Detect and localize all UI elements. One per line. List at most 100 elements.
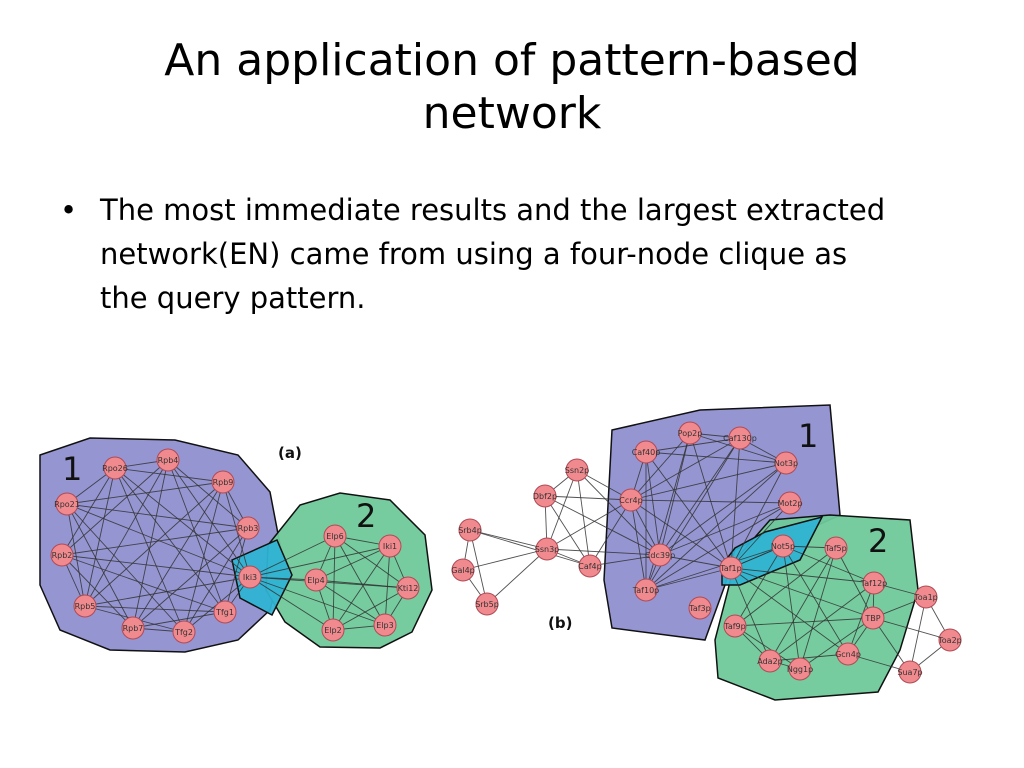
edge-caf130p-taf1p	[730, 437, 741, 569]
title-line-1: An application of pattern-based	[164, 35, 860, 86]
cluster-1-label-b: 1	[798, 417, 818, 455]
edge-tfg1-rpb5	[84, 605, 226, 613]
node-rpb4: Rpb4	[156, 448, 180, 472]
node-circle	[688, 596, 712, 620]
node-label: Ada2p	[757, 657, 782, 666]
node-label: Dbf2p	[533, 492, 557, 501]
node-label: Caf4p	[578, 562, 601, 571]
edge-pop2p-cdc39p	[659, 432, 691, 556]
node-label: Taf12p	[860, 579, 888, 588]
edge-rpb9-rpb7	[132, 481, 224, 629]
bullet-list: • The most immediate results and the lar…	[60, 188, 980, 320]
node-label: Gcn4p	[835, 650, 861, 659]
node-rpb9: Rpb9	[211, 470, 235, 494]
node-circle	[451, 558, 475, 582]
edge-elp4-elp3	[315, 579, 386, 626]
node-circle	[723, 614, 747, 638]
node-taf3p: Taf3p	[688, 596, 712, 620]
edge-taf1p-tbp	[730, 567, 874, 619]
node-circle	[213, 600, 237, 624]
node-not3p: Not3p	[774, 451, 798, 475]
node-label: Rpo26	[102, 464, 128, 473]
node-label: Toa1p	[913, 593, 938, 602]
edge-rpb3-tfg1	[224, 527, 249, 613]
edge-iki3-elp6	[249, 535, 336, 578]
node-circle	[73, 594, 97, 618]
edge-caf40p-cdc39p	[645, 451, 661, 556]
edge-caf4p-ccr4p	[589, 499, 632, 567]
node-iki1: Iki1	[378, 534, 402, 558]
node-circle	[728, 426, 752, 450]
node-elp2: Elp2	[321, 618, 345, 642]
edge-taf1p-taf12p	[730, 567, 875, 584]
edge-taf9p-ngg1p	[734, 625, 801, 670]
panel-b: Pop2pCaf40pCaf130pNot3pMot2pCcr4pCdc39pN…	[451, 404, 962, 701]
panel-a: Rpo26Rpb4Rpb9Rpb3Iki3Tfg1Tfg2Rpb7Rpb5Rpb…	[39, 437, 433, 653]
bullet-line-2: network(EN) came from using a four-node …	[100, 237, 848, 271]
edge-iki1-elp2	[332, 545, 391, 631]
node-srb5p: Srb5p	[475, 592, 499, 616]
node-label: Rpb7	[123, 624, 144, 633]
node-label: Rpb2	[52, 551, 73, 560]
node-circle	[938, 628, 962, 652]
node-label: Pop2p	[678, 429, 703, 438]
node-circle	[634, 440, 658, 464]
edge-mot2p-taf10p	[645, 502, 791, 591]
edge-caf130p-ccr4p	[630, 437, 741, 501]
bullet-text: The most immediate results and the large…	[100, 188, 980, 320]
cluster-2-region	[265, 492, 433, 649]
node-circle	[788, 657, 812, 681]
bullet-line-3: the query pattern.	[100, 281, 366, 315]
node-not5p: Not5p	[771, 534, 795, 558]
edge-rpb5-rpo21	[66, 503, 86, 607]
node-elp3: Elp3	[373, 613, 397, 637]
node-label: Taf5p	[824, 544, 846, 553]
edge-rpb4-iki3	[167, 459, 251, 578]
node-circle	[172, 620, 196, 644]
node-circle	[396, 576, 420, 600]
node-circle	[211, 470, 235, 494]
edge-toa1p-sua7p	[909, 596, 927, 673]
node-ngg1p: Ngg1p	[787, 657, 813, 681]
node-label: Srb4p	[458, 526, 482, 535]
node-circle	[304, 568, 328, 592]
edge-taf5p-ngg1p	[799, 547, 837, 670]
node-ccr4p: Ccr4p	[619, 488, 643, 512]
panel-a-tag: (a)	[278, 444, 302, 462]
edge-not5p-gcn4p	[782, 545, 849, 655]
bullet-line-1: The most immediate results and the large…	[100, 193, 886, 227]
edge-srb4p-caf4p	[469, 529, 591, 567]
node-label: Kti12	[398, 584, 419, 593]
node-gcn4p: Gcn4p	[835, 642, 861, 666]
node-tfg1: Tfg1	[213, 600, 237, 624]
edge-mot2p-taf1p	[730, 502, 791, 569]
node-circle	[678, 421, 702, 445]
node-ssn3p: Ssn3p	[535, 537, 559, 561]
edge-rpb4-rpb5	[84, 459, 169, 607]
node-circle	[771, 534, 795, 558]
cluster-2-label-a: 2	[356, 497, 376, 535]
edge-dbf2p-ccr4p	[544, 495, 632, 501]
node-dbf2p: Dbf2p	[533, 484, 557, 508]
node-label: Elp4	[307, 576, 324, 585]
edge-ssn3p-srb4p	[469, 529, 548, 550]
edge-not5p-taf12p	[782, 545, 875, 584]
title-line-2: network	[422, 88, 602, 139]
edge-rpb3-rpb2	[61, 527, 249, 556]
node-circle	[475, 592, 499, 616]
panel-b-tag: (b)	[548, 614, 572, 632]
edge-not5p-ngg1p	[782, 545, 801, 670]
edge-rpo26-tfg1	[114, 467, 226, 613]
node-label: Rpb5	[75, 602, 96, 611]
edge-rpb9-rpb5	[84, 481, 224, 607]
node-circle	[121, 616, 145, 640]
edge-iki1-elp3	[384, 545, 391, 626]
node-taf10p: Taf10p	[632, 578, 659, 602]
node-label: Ngg1p	[787, 665, 813, 674]
node-label: Sua7p	[897, 668, 922, 677]
node-label: Elp2	[324, 626, 341, 635]
node-kti12: Kti12	[396, 576, 420, 600]
edge-iki3-iki1	[249, 545, 391, 578]
node-label: Taf3p	[688, 604, 710, 613]
node-label: Rpb4	[158, 456, 179, 465]
